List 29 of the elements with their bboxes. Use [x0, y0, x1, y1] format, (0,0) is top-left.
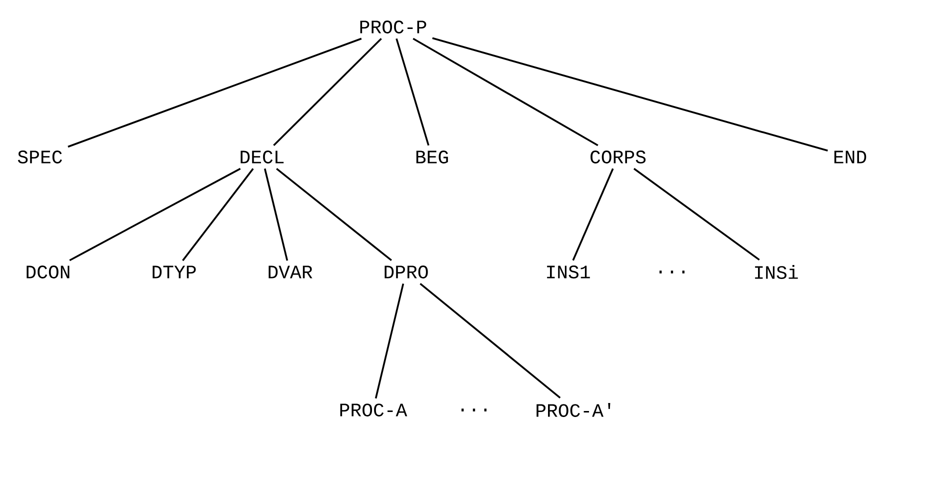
node-label: PROC-A	[340, 404, 408, 416]
tree-line	[374, 283, 404, 399]
node-label: BEG	[416, 150, 448, 164]
node-label: END	[834, 150, 866, 164]
tree-line	[633, 168, 760, 261]
ellipsis: ...	[660, 270, 684, 274]
node-label: DVAR	[268, 266, 312, 278]
tree-line	[264, 168, 288, 261]
tree-line	[572, 168, 614, 261]
node-label: DTYP	[152, 266, 196, 278]
ellipsis: ...	[462, 408, 486, 412]
node-label: PROC-P	[360, 20, 426, 34]
node-label: DPRO	[384, 266, 428, 278]
node-label: CORPS	[590, 150, 646, 164]
node-label: DCON	[26, 266, 70, 278]
node-label: INSi	[755, 265, 798, 279]
tree-line	[69, 168, 241, 262]
node-label: INS1	[547, 266, 590, 278]
tree-line	[396, 38, 430, 146]
node-label: DECL	[240, 150, 284, 164]
tree-line	[273, 38, 382, 146]
tree-line	[420, 282, 561, 399]
tree-line	[276, 168, 392, 262]
tree-line	[412, 38, 598, 146]
node-label: SPEC	[18, 150, 62, 164]
node-label: PROC-A'	[536, 403, 610, 417]
tree-line	[182, 168, 254, 262]
tree-line	[68, 38, 362, 148]
tree-line	[432, 37, 828, 152]
